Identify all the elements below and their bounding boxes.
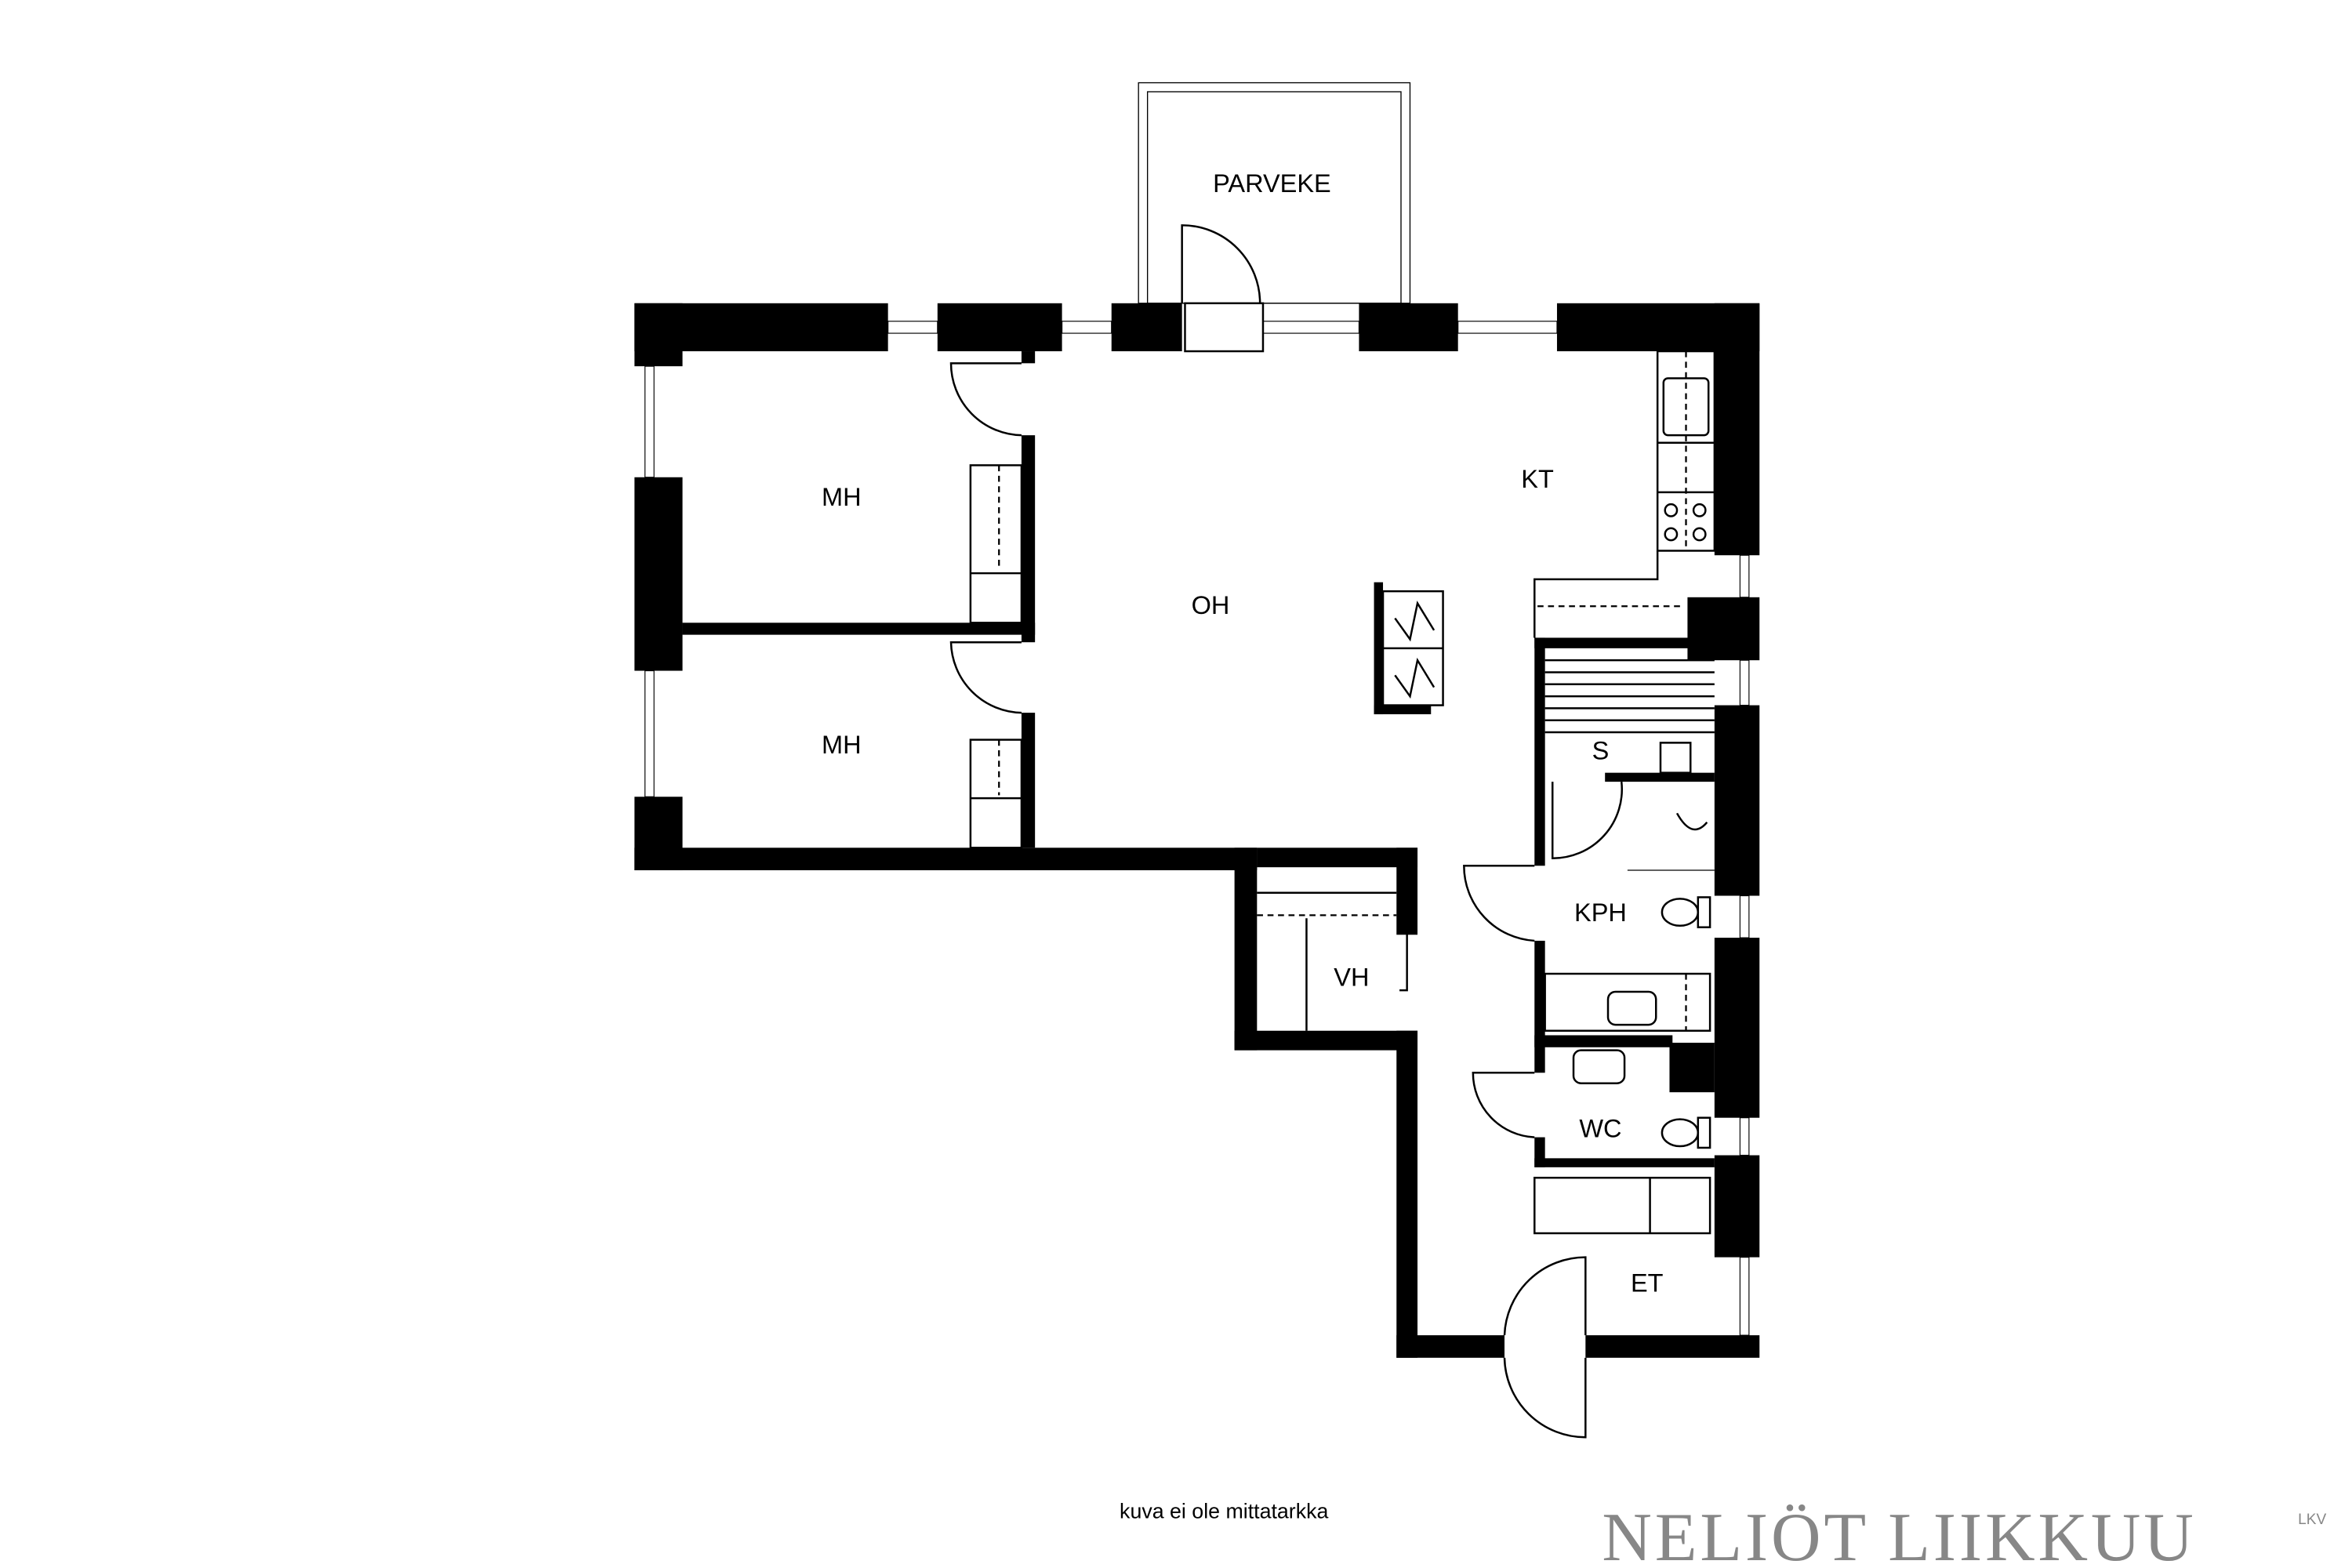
logo-suffix: LKV	[2298, 1512, 2326, 1528]
room-label-balcony: PARVEKE	[1213, 169, 1331, 198]
fixtures	[969, 350, 1716, 1235]
exterior-walls	[634, 303, 1760, 1358]
interior-walls	[682, 302, 1715, 1167]
room-label-entry: ET	[1631, 1269, 1664, 1298]
room-label-living: OH	[1192, 591, 1230, 619]
room-label-bedroom-1: MH	[822, 483, 862, 511]
balcony	[1138, 82, 1411, 304]
room-label-sauna: S	[1592, 736, 1610, 764]
scale-note: kuva ei ole mittatarkka	[1120, 1500, 1328, 1523]
room-label-kitchen: KT	[1521, 465, 1554, 493]
room-label-bathroom: KPH	[1574, 898, 1627, 927]
doors	[949, 224, 1623, 1439]
room-label-bedroom-2: MH	[822, 731, 862, 759]
windows	[644, 321, 1750, 1336]
sauna-benches	[1544, 659, 1715, 734]
room-label-closet: VH	[1334, 963, 1369, 991]
logo-name: NELIÖT LIIKKUU	[1602, 1500, 2196, 1568]
logo: NELIÖT LIIKKUU LKV	[1602, 1500, 2326, 1568]
room-label-wc: WC	[1579, 1115, 1621, 1143]
